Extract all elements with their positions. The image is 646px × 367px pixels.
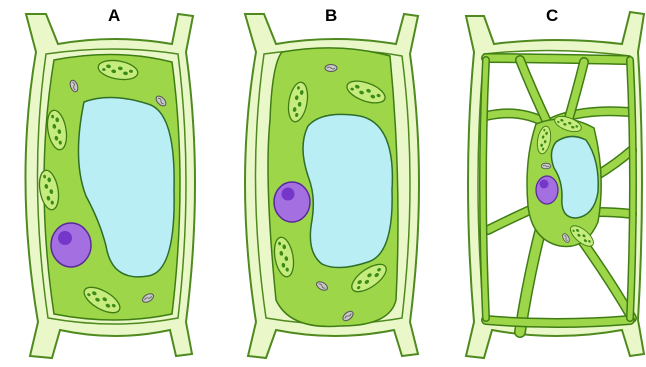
cell-b (245, 14, 419, 358)
cell-a-nucleolus (58, 231, 72, 245)
cell-c-nucleus (536, 176, 558, 204)
cell-a (25, 14, 195, 358)
cell-b-mitochondrion-1 (325, 65, 337, 72)
cell-b-nucleus (274, 182, 310, 222)
cell-b-nucleolus (282, 188, 295, 201)
cell-a-nucleus (51, 223, 91, 267)
cell-c (466, 12, 644, 358)
cell-c-nucleolus (540, 180, 549, 189)
cell-c-mitochondrion-1 (541, 163, 551, 169)
cell-b-vacuole (303, 114, 392, 267)
